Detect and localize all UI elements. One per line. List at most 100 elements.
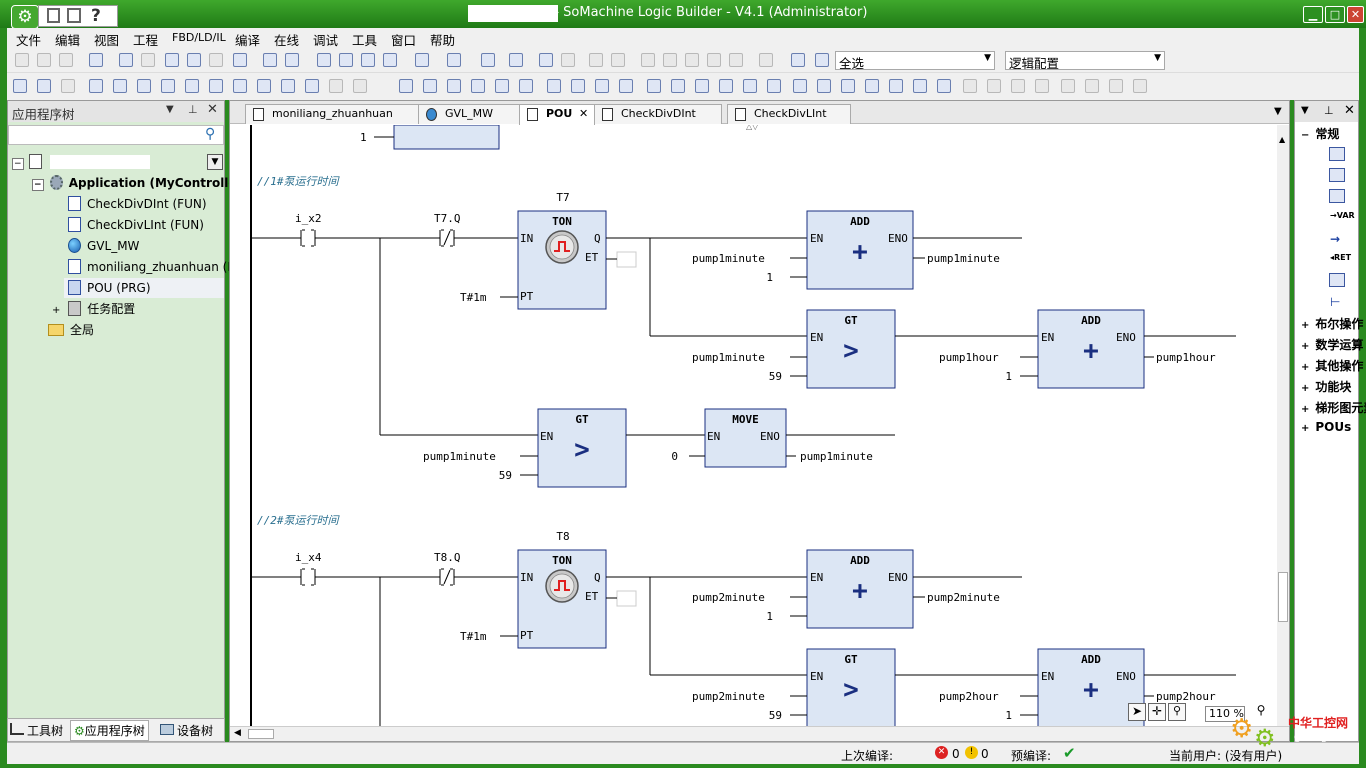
align-top-icon[interactable]	[1085, 79, 1099, 93]
toolbox-group-ladder[interactable]: +梯形图元素	[1301, 399, 1366, 416]
chevron-down-icon[interactable]: ▼	[166, 104, 174, 115]
return-icon[interactable]	[937, 79, 951, 93]
contact[interactable]: T8.Q	[434, 551, 461, 586]
step-into-icon[interactable]	[663, 53, 677, 67]
step-over-icon[interactable]	[641, 53, 655, 67]
rs-icon[interactable]	[519, 79, 533, 93]
config-combo[interactable]: 逻辑配置 ▼	[1005, 51, 1165, 71]
zoom-fit-icon[interactable]	[1035, 79, 1049, 93]
tof-icon[interactable]	[423, 79, 437, 93]
mul-block-icon[interactable]	[595, 79, 609, 93]
bookmark-prev-icon[interactable]	[361, 53, 375, 67]
pan-tool-icon[interactable]: ✛	[1148, 703, 1166, 721]
lt-block-icon[interactable]	[671, 79, 685, 93]
menu-build[interactable]: 编译	[235, 33, 261, 48]
tab-app-tree[interactable]: ⚙应用程序树	[70, 720, 149, 741]
find-icon[interactable]	[263, 53, 277, 67]
tab-device-tree[interactable]: 设备树	[160, 722, 213, 739]
paste-icon[interactable]	[209, 53, 223, 67]
box-icon[interactable]	[113, 79, 127, 93]
expand-icon[interactable]: +	[1301, 320, 1310, 331]
bookmark-icon[interactable]	[317, 53, 331, 67]
tree-root[interactable]: − ▼	[12, 152, 223, 172]
et-output-box[interactable]	[616, 590, 637, 607]
expand-icon[interactable]: +	[1301, 362, 1310, 373]
negated-contact-icon[interactable]	[233, 79, 247, 93]
contact[interactable]: i_x2	[295, 212, 322, 247]
align-left-icon[interactable]	[1061, 79, 1075, 93]
box-en-icon[interactable]	[137, 79, 151, 93]
tab-tool-tree[interactable]: 工具树	[10, 722, 63, 739]
tab-gvl-mw[interactable]: GVL_MW	[418, 104, 520, 124]
tree-item-checkdivdint[interactable]: CheckDivDInt (FUN)	[68, 194, 207, 214]
menu-edit[interactable]: 编辑	[55, 33, 81, 48]
gt-block-icon[interactable]	[647, 79, 661, 93]
tp-icon[interactable]	[447, 79, 461, 93]
jump-icon[interactable]: →	[1329, 231, 1345, 246]
branch-icon[interactable]: ⊢	[1329, 294, 1345, 309]
tree-search-input[interactable]: ⚲	[8, 125, 224, 145]
gt-block[interactable]: GT>EN	[806, 648, 896, 726]
et-output-box[interactable]	[616, 251, 637, 268]
eq-block-icon[interactable]	[695, 79, 709, 93]
parallel-contact-icon[interactable]	[257, 79, 271, 93]
rising-edge-icon[interactable]	[353, 79, 367, 93]
reset-coil-icon[interactable]	[329, 79, 343, 93]
add-device-icon[interactable]	[815, 53, 829, 67]
tree-dropdown-button[interactable]: ▼	[207, 154, 223, 170]
copy-icon[interactable]	[187, 53, 201, 67]
expand-icon[interactable]: +	[52, 305, 61, 316]
tab-list-chevron-icon[interactable]: ▼	[1274, 106, 1282, 117]
tab-checkdivlint[interactable]: CheckDivLInt	[727, 104, 851, 124]
set-coil-icon[interactable]	[305, 79, 319, 93]
pointer-tool-icon[interactable]: ➤	[1128, 703, 1146, 721]
save-all-icon[interactable]	[67, 8, 81, 23]
cross-icon[interactable]	[1109, 79, 1123, 93]
ne-block-icon[interactable]	[767, 79, 781, 93]
device-icon[interactable]	[415, 53, 429, 67]
contact[interactable]: i_x4	[295, 551, 322, 586]
save-icon[interactable]	[59, 53, 73, 67]
expand-icon[interactable]: +	[1301, 341, 1310, 352]
network-after-icon[interactable]	[37, 79, 51, 93]
new-icon[interactable]	[15, 53, 29, 67]
scrollbar-thumb[interactable]	[1278, 572, 1288, 622]
screen-icon[interactable]	[791, 53, 805, 67]
collapse-icon[interactable]: −	[1301, 130, 1310, 141]
goto-icon[interactable]	[889, 79, 903, 93]
menu-project[interactable]: 工程	[133, 33, 159, 48]
minimize-button[interactable]: ▁	[1303, 6, 1323, 23]
tree-item-pou[interactable]: POU (PRG)	[64, 278, 224, 298]
scroll-up-icon[interactable]: ▲	[1279, 135, 1286, 144]
box-icon[interactable]	[1329, 168, 1345, 182]
collapse-icon[interactable]: −	[12, 158, 24, 170]
ctd-icon[interactable]	[495, 79, 509, 93]
close-tab-icon[interactable]: ✕	[579, 107, 589, 120]
sub-block-icon[interactable]	[571, 79, 585, 93]
ge-block-icon[interactable]	[719, 79, 733, 93]
selection-combo[interactable]: 全选 ▼	[835, 51, 995, 71]
function-block[interactable]	[393, 125, 500, 150]
reset-icon[interactable]	[611, 53, 625, 67]
return-icon[interactable]: ◂RET	[1329, 252, 1351, 266]
toolbox-group-fb[interactable]: +功能块	[1301, 378, 1351, 395]
scrollbar-thumb[interactable]	[248, 729, 274, 739]
run-icon[interactable]	[561, 53, 575, 67]
add-block-icon[interactable]	[547, 79, 561, 93]
redo-icon[interactable]	[141, 53, 155, 67]
jump-icon[interactable]	[185, 79, 199, 93]
network-icon[interactable]	[1329, 147, 1345, 161]
bookmark-next-icon[interactable]	[339, 53, 353, 67]
tab-pou[interactable]: POU✕	[519, 104, 595, 125]
menu-file[interactable]: 文件	[16, 33, 42, 48]
horizontal-scrollbar[interactable]: ◀	[230, 726, 1289, 741]
expand-icon[interactable]: +	[1301, 383, 1310, 394]
tab-checkdivdint[interactable]: CheckDivDInt	[594, 104, 722, 124]
tree-item-application[interactable]: − Application (MyController)	[32, 173, 248, 193]
